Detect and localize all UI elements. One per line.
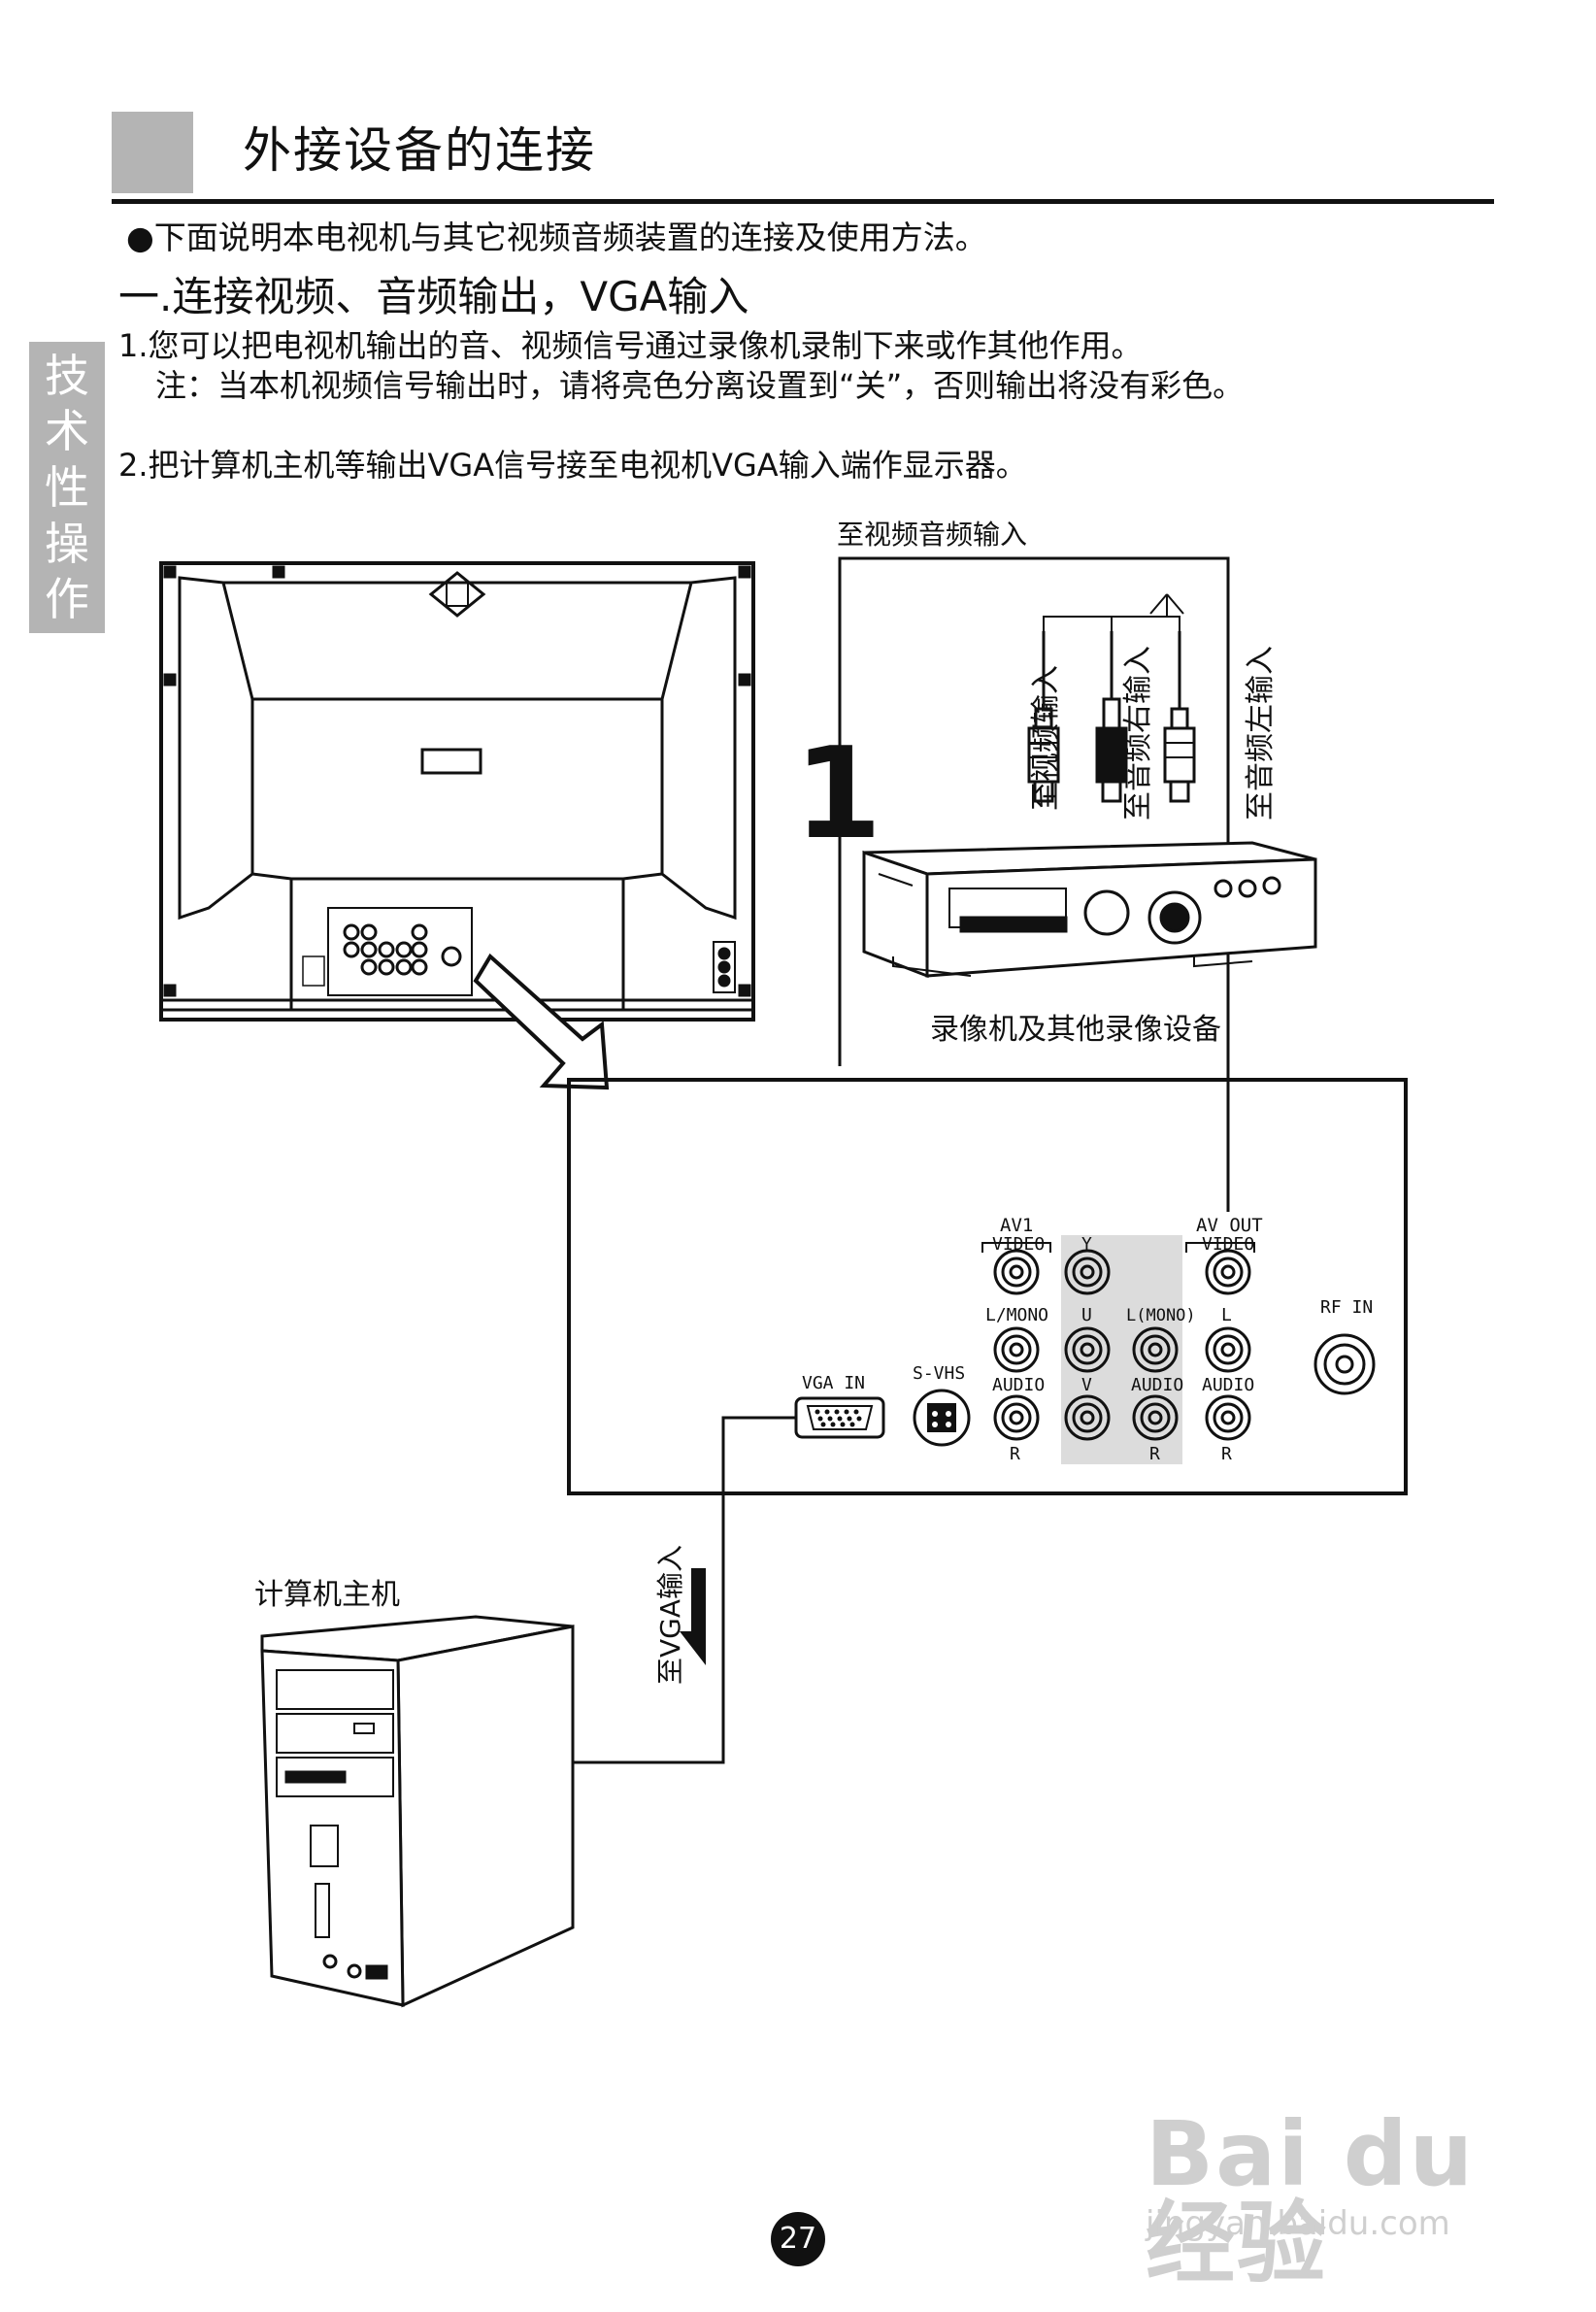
label-avout-video: VIDEO bbox=[1202, 1234, 1254, 1255]
vga-cable-label: 至VGA输入 bbox=[654, 1545, 686, 1685]
vga-port bbox=[794, 1396, 885, 1439]
tv-rear-illustration bbox=[159, 561, 755, 1022]
label-avout-l: L bbox=[1221, 1305, 1232, 1325]
jack-av1-l bbox=[993, 1326, 1040, 1373]
label-avout-audio: AUDIO bbox=[1202, 1375, 1254, 1395]
label-u: U bbox=[1081, 1305, 1092, 1325]
label-rf-in: RF IN bbox=[1320, 1297, 1373, 1318]
vga-direction-arrow bbox=[680, 1568, 706, 1665]
side-tab-char: 操 bbox=[45, 517, 89, 570]
label-avout: AV OUT bbox=[1196, 1215, 1263, 1236]
side-tab-char: 作 bbox=[45, 573, 89, 626]
label-r-2: R bbox=[1149, 1444, 1160, 1464]
label-av1-lmono: L/MONO bbox=[985, 1305, 1048, 1325]
cable-label-audio-right: 至音频右输入 bbox=[1121, 646, 1155, 821]
side-tab-char: 术 bbox=[45, 405, 89, 458]
title-rule bbox=[112, 199, 1494, 204]
item-2-text: 2.把计算机主机等输出VGA信号接至电视机VGA输入端作显示器。 bbox=[118, 447, 1027, 484]
pc-caption: 计算机主机 bbox=[254, 1578, 400, 1612]
pc-tower-illustration bbox=[260, 1615, 575, 2008]
jack-avout-l bbox=[1205, 1326, 1251, 1373]
label-av1-audio: AUDIO bbox=[992, 1375, 1045, 1395]
item-1-note: 注：当本机视频信号输出时，请将亮色分离设置到“关”，否则输出将没有彩色。 bbox=[155, 367, 1245, 404]
jack-avout-r bbox=[1205, 1394, 1251, 1441]
side-tab-char: 性 bbox=[45, 460, 89, 514]
baidu-watermark: Bai du 经验 jingyan.baidu.com bbox=[1146, 2083, 1514, 2289]
av-input-label: 至视频音频输入 bbox=[837, 519, 1027, 551]
jack-av1-video bbox=[993, 1249, 1040, 1295]
step-number: 1 bbox=[794, 720, 881, 867]
jack-component-l bbox=[1132, 1326, 1179, 1373]
svhs-port bbox=[913, 1389, 971, 1447]
jack-rf-in bbox=[1313, 1333, 1376, 1395]
label-audio-2: AUDIO bbox=[1131, 1375, 1183, 1395]
rca-plug-video bbox=[1027, 707, 1060, 803]
jack-av1-r bbox=[993, 1394, 1040, 1441]
label-lmono-2: L(MONO) bbox=[1126, 1306, 1196, 1325]
terminal-panel bbox=[567, 1078, 1408, 1495]
label-y: Y bbox=[1081, 1234, 1092, 1255]
jack-y bbox=[1064, 1249, 1111, 1295]
side-tab-char: 技 bbox=[45, 349, 89, 402]
label-v: V bbox=[1081, 1375, 1092, 1395]
vcr-illustration bbox=[862, 841, 1317, 979]
item-1-text: 1.您可以把电视机输出的音、视频信号通过录像机录制下来或作其他作用。 bbox=[118, 327, 1143, 364]
cable-label-audio-left: 至音频左输入 bbox=[1244, 646, 1278, 821]
label-av1: AV1 bbox=[1000, 1215, 1033, 1236]
jack-v bbox=[1064, 1394, 1111, 1441]
zoom-arrow bbox=[473, 953, 610, 1090]
page-title: 外接设备的连接 bbox=[243, 122, 596, 179]
vga-cable-line bbox=[573, 1416, 796, 1764]
side-tab: 技 术 性 操 作 bbox=[29, 342, 105, 633]
label-vga-in: VGA IN bbox=[802, 1373, 865, 1393]
page-number: 27 bbox=[771, 2212, 825, 2266]
jack-component-r bbox=[1132, 1394, 1179, 1441]
label-av1-r: R bbox=[1010, 1444, 1020, 1464]
rca-plug-audio-right bbox=[1095, 697, 1128, 803]
cable-label-video: 至视频输入 bbox=[1029, 665, 1063, 811]
header-gray-block bbox=[112, 112, 193, 193]
section-heading: 一.连接视频、音频输出，VGA输入 bbox=[118, 273, 749, 320]
label-svhs: S-VHS bbox=[913, 1363, 965, 1384]
watermark-logo: Bai du 经验 bbox=[1146, 2102, 1476, 2295]
intro-text: ●下面说明本电视机与其它视频音频装置的连接及使用方法。 bbox=[126, 218, 987, 256]
jack-avout-video bbox=[1205, 1249, 1251, 1295]
vcr-caption: 录像机及其他录像设备 bbox=[930, 1013, 1221, 1047]
rca-plug-audio-left bbox=[1163, 707, 1196, 803]
label-av1-video: VIDEO bbox=[992, 1234, 1045, 1255]
jack-u bbox=[1064, 1326, 1111, 1373]
label-avout-r: R bbox=[1221, 1444, 1232, 1464]
watermark-url: jingyan.baidu.com bbox=[1146, 2204, 1450, 2243]
